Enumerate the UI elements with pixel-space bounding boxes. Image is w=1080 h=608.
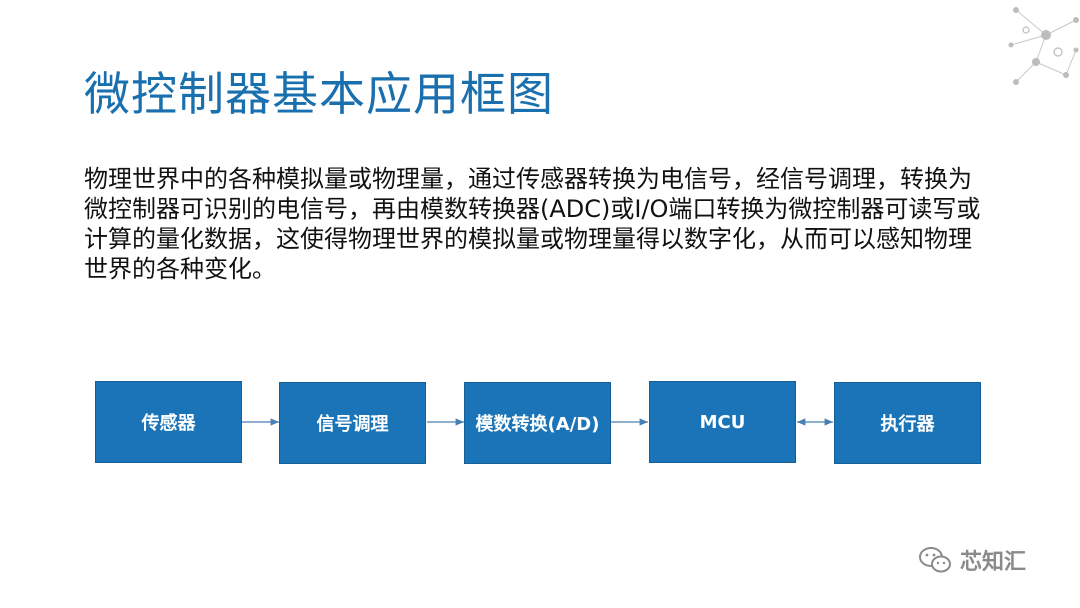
watermark: 芯知汇 [918,544,1026,576]
node-adc: 模数转换(A/D) [464,382,611,464]
node-mcu-label: MCU [699,411,746,433]
node-actuator: 执行器 [834,382,981,464]
node-mcu: MCU [649,381,796,463]
watermark-text: 芯知汇 [960,550,1027,575]
slide-paragraph: 物理世界中的各种模拟量或物理量，通过传感器转换为电信号，经信号调理，转换为微控制… [84,165,981,283]
node-sensor: 传感器 [95,381,242,463]
node-adc-label: 模数转换(A/D) [475,414,600,435]
network-decoration-icon [1008,7,1079,85]
node-actuator-label: 执行器 [880,414,935,435]
wechat-icon [919,547,951,573]
slide-title: 微控制器基本应用框图 [84,67,554,121]
node-signal-conditioning-label: 信号调理 [316,414,389,435]
node-signal-conditioning: 信号调理 [279,382,426,464]
node-sensor-label: 传感器 [141,413,196,434]
